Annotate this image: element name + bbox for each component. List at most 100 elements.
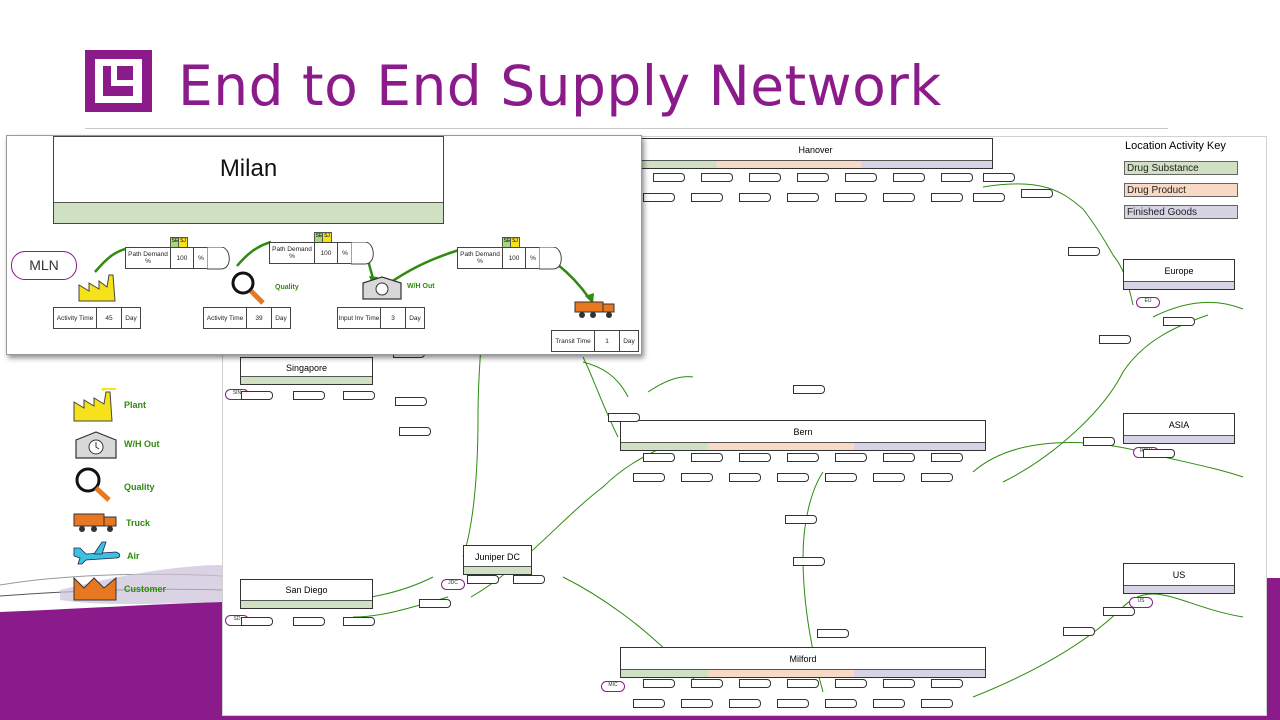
mini-node (643, 193, 675, 202)
location-name: Europe (1164, 266, 1194, 276)
mini-node (701, 173, 733, 182)
key-item-drug-substance: Drug Substance (1124, 161, 1238, 175)
location-juniper-dc[interactable]: Juniper DC (463, 545, 532, 575)
legend-label: Quality (124, 482, 155, 492)
location-san-diego[interactable]: San Diego (240, 579, 373, 609)
step-value[interactable]: 3 (380, 307, 406, 329)
path-demand-node[interactable]: SE SJ Path Demand % 100 % (457, 237, 567, 271)
location-milford[interactable]: Milford (620, 647, 986, 678)
mini-node (793, 557, 825, 566)
company-logo (85, 50, 152, 112)
mini-node (608, 413, 640, 422)
step-value[interactable]: 39 (246, 307, 272, 329)
mini-node (691, 193, 723, 202)
mini-node (691, 453, 723, 462)
mini-node (1063, 627, 1095, 636)
milan-location-card[interactable]: Milan (53, 136, 444, 224)
location-name: San Diego (285, 585, 328, 595)
milan-location-name: Milan (219, 155, 278, 182)
truck-icon (73, 513, 117, 532)
path-demand-value[interactable]: 100 (170, 247, 194, 269)
truck-icon (574, 301, 615, 318)
mini-node (973, 193, 1005, 202)
legend-label: W/H Out (124, 439, 160, 449)
mini-node (883, 193, 915, 202)
step-label: Transit Time (551, 330, 595, 352)
path-demand-label: Path Demand % (125, 247, 171, 269)
mini-node (1021, 189, 1053, 198)
mini-node (883, 453, 915, 462)
warehouse-icon (75, 431, 117, 459)
quality-icon (231, 271, 265, 305)
plant-icon (73, 388, 117, 422)
activity-time-step[interactable]: Activity Time 45 Day (53, 307, 141, 329)
input-inv-time-step[interactable]: Input Inv Time 3 Day (337, 307, 425, 329)
location-bern[interactable]: Bern (620, 420, 986, 451)
mini-node (845, 173, 877, 182)
key-item-finished-goods: Finished Goods (1124, 205, 1238, 219)
location-europe[interactable]: Europe (1123, 259, 1235, 290)
wh-out-label: W/H Out (407, 283, 435, 290)
location-name: Hanover (798, 145, 833, 155)
activity-time-step[interactable]: Activity Time 39 Day (203, 307, 291, 329)
path-demand-unit: % (525, 247, 541, 269)
location-name: US (1172, 570, 1186, 580)
path-demand-value[interactable]: 100 (502, 247, 526, 269)
mini-node (777, 699, 809, 708)
mini-node (835, 453, 867, 462)
mini-node (643, 453, 675, 462)
location-name: Milford (789, 654, 817, 664)
mini-node (729, 699, 761, 708)
location-asia[interactable]: ASIA (1123, 413, 1235, 444)
step-value[interactable]: 45 (96, 307, 122, 329)
mini-node (797, 173, 829, 182)
mini-node (343, 391, 375, 400)
mini-node (399, 427, 431, 436)
mini-node (785, 515, 817, 524)
mini-node (395, 397, 427, 406)
mini-node (681, 699, 713, 708)
mini-node (931, 453, 963, 462)
mini-node (941, 173, 973, 182)
key-item-drug-product: Drug Product (1124, 183, 1238, 197)
path-demand-node[interactable]: SE SJ Path Demand % 100 % (269, 232, 379, 266)
step-label: Input Inv Time (337, 307, 381, 329)
transit-time-step[interactable]: Transit Time 1 Day (551, 330, 639, 352)
mini-node (739, 193, 771, 202)
mini-node (681, 473, 713, 482)
mini-node (787, 453, 819, 462)
mini-node (419, 599, 451, 608)
mini-node (931, 193, 963, 202)
legend-label: Customer (124, 584, 167, 594)
step-unit: Day (271, 307, 291, 329)
mini-node (241, 617, 273, 626)
site-code-pill: JDC (441, 579, 465, 590)
mini-node (691, 679, 723, 688)
step-label: Activity Time (53, 307, 97, 329)
mini-node (825, 699, 857, 708)
location-us[interactable]: US (1123, 563, 1235, 594)
location-hanover[interactable]: Hanover (638, 138, 993, 169)
step-value[interactable]: 1 (594, 330, 620, 352)
path-demand-value[interactable]: 100 (314, 242, 338, 264)
mini-node (1068, 247, 1100, 256)
mini-node (293, 617, 325, 626)
mini-node (835, 193, 867, 202)
mini-node (787, 679, 819, 688)
title-divider (85, 128, 1168, 129)
mini-node (793, 385, 825, 394)
mini-node (873, 473, 905, 482)
location-name: Bern (793, 427, 813, 437)
drug-substance-bar (54, 202, 443, 223)
path-demand-node[interactable]: SE SJ Path Demand % 100 % (125, 237, 235, 271)
mini-node (1103, 607, 1135, 616)
location-name: Juniper DC (474, 552, 521, 562)
path-demand-label: Path Demand % (457, 247, 503, 269)
mini-node (817, 629, 849, 638)
site-code-pill: EU (1136, 297, 1160, 308)
location-singapore[interactable]: Singapore (240, 357, 373, 385)
mini-node (1083, 437, 1115, 446)
site-code-pill: US (1129, 597, 1153, 608)
mini-node (931, 679, 963, 688)
mini-node (343, 617, 375, 626)
